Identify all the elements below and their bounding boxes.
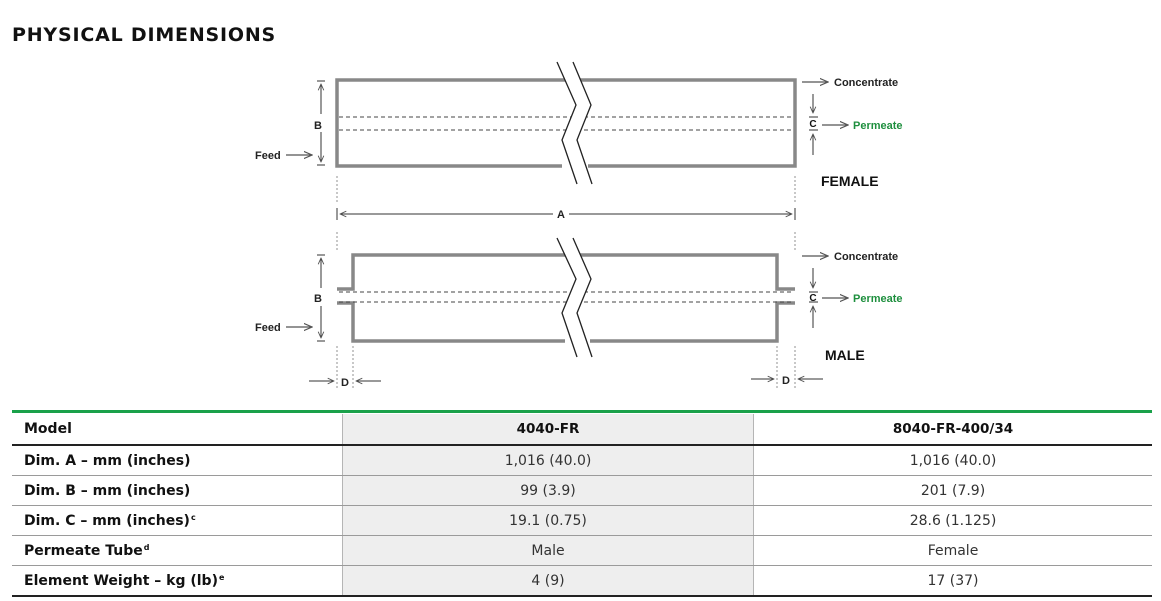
dim-d-right-label: D [782, 375, 790, 387]
male-element-drawing [286, 232, 848, 388]
female-concentrate-label: Concentrate [834, 77, 898, 89]
cell-4040-dim-b: 99 (3.9) [342, 475, 754, 506]
female-dim-b-label: B [314, 120, 322, 132]
table-row: Dim. C – mm (inches)c 19.1 (0.75) 28.6 (… [12, 505, 1152, 536]
male-label: MALE [825, 347, 865, 363]
cell-8040-dim-b: 201 (7.9) [753, 475, 1152, 506]
dimensions-table: Model 4040-FR 8040-FR-400/34 Dim. A – mm… [12, 414, 1152, 597]
dim-d-left-label: D [341, 377, 349, 389]
table-row: Dim. A – mm (inches) 1,016 (40.0) 1,016 … [12, 445, 1152, 476]
header-model: Model [12, 414, 343, 446]
male-dim-b-label: B [314, 293, 322, 305]
footnote-d: d [143, 542, 150, 552]
footnote-e: e [218, 572, 225, 582]
element-dimension-diagram: Feed B C Concentrate Permeate FEMALE A [255, 60, 903, 389]
female-feed-label: Feed [255, 150, 281, 162]
table-header-row: Model 4040-FR 8040-FR-400/34 [12, 414, 1152, 446]
footnote-c: c [190, 512, 196, 522]
male-dim-c-label: C [809, 293, 816, 304]
female-label: FEMALE [821, 173, 879, 189]
cell-4040-dim-a: 1,016 (40.0) [342, 445, 754, 476]
male-permeate-label: Permeate [853, 293, 903, 305]
cell-4040-weight: 4 (9) [342, 565, 754, 597]
cell-4040-dim-c: 19.1 (0.75) [342, 505, 754, 536]
header-4040-fr: 4040-FR [342, 414, 754, 446]
female-element-drawing [286, 60, 848, 220]
male-concentrate-label: Concentrate [834, 251, 898, 263]
row-label-dim-a: Dim. A – mm (inches) [12, 445, 343, 476]
row-label-dim-b: Dim. B – mm (inches) [12, 475, 343, 506]
row-label-dim-c: Dim. C – mm (inches)c [12, 505, 343, 536]
cell-8040-dim-a: 1,016 (40.0) [753, 445, 1152, 476]
table-row: Dim. B – mm (inches) 99 (3.9) 201 (7.9) [12, 475, 1152, 506]
table-top-rule [12, 410, 1152, 413]
page-title: PHYSICAL DIMENSIONS [12, 24, 277, 46]
dim-a-label: A [557, 209, 565, 221]
female-permeate-label: Permeate [853, 120, 903, 132]
female-dim-c-label: C [809, 119, 816, 130]
cell-8040-dim-c: 28.6 (1.125) [753, 505, 1152, 536]
male-feed-label: Feed [255, 322, 281, 334]
header-8040-fr: 8040-FR-400/34 [753, 414, 1152, 446]
cell-8040-permeate-tube: Female [753, 535, 1152, 566]
table-row: Element Weight – kg (lb)e 4 (9) 17 (37) [12, 565, 1152, 597]
row-label-element-weight: Element Weight – kg (lb)e [12, 565, 343, 597]
cell-4040-permeate-tube: Male [342, 535, 754, 566]
cell-8040-weight: 17 (37) [753, 565, 1152, 597]
table-row: Permeate Tubed Male Female [12, 535, 1152, 566]
row-label-permeate-tube: Permeate Tubed [12, 535, 343, 566]
